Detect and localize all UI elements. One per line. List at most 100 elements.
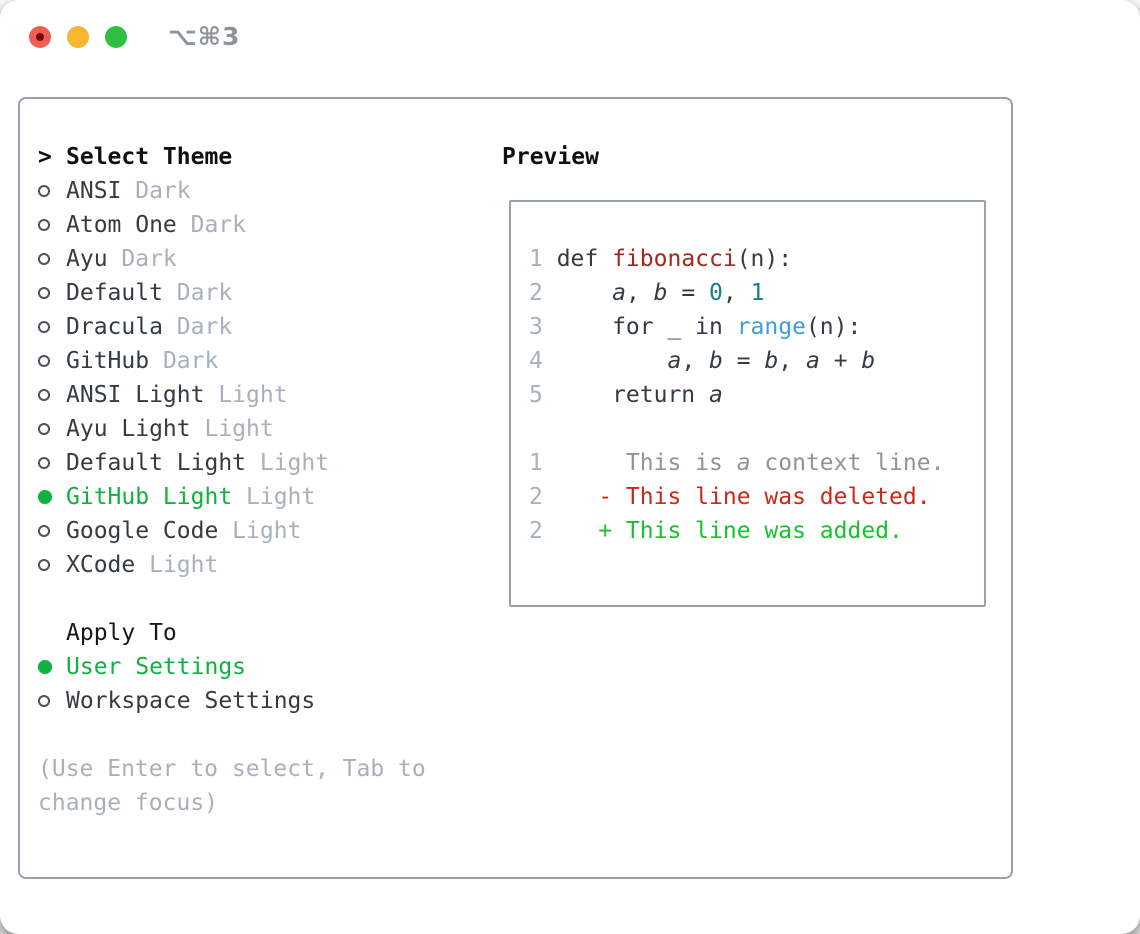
line-number: 4 [529, 348, 543, 374]
theme-kind-label: Dark [190, 212, 247, 238]
select-theme-title: Select Theme [66, 144, 233, 170]
code-token: + This line was added. [556, 518, 903, 544]
radio-unselected-icon [38, 321, 66, 333]
code-token: a [806, 348, 820, 374]
apply-option-user-settings[interactable]: User Settings [38, 650, 478, 684]
radio-unselected-icon [38, 559, 66, 571]
line-number: 1 [529, 246, 543, 272]
code-token: , [778, 348, 806, 374]
apply-to-header: Apply To [38, 616, 478, 650]
option-label: Default [66, 280, 163, 306]
code-token: b [764, 348, 779, 374]
radio-circle [38, 287, 50, 299]
code-token: b [861, 348, 876, 374]
code-token: This is [556, 450, 737, 476]
option-label: Google Code [66, 518, 219, 544]
radio-unselected-icon [38, 423, 66, 435]
preview-code-line: 3 for _ in range(n): [529, 310, 944, 344]
theme-kind-label: Light [204, 416, 274, 442]
radio-circle [38, 389, 50, 401]
option-label: Workspace Settings [66, 688, 316, 714]
preview-code-line [529, 412, 944, 446]
apply-option-workspace-settings[interactable]: Workspace Settings [38, 684, 478, 718]
radio-unselected-icon [38, 287, 66, 299]
code-token: for _ in [556, 314, 737, 340]
theme-kind-label: Light [218, 382, 288, 408]
zoom-button[interactable] [105, 26, 127, 48]
option-label: ANSI Light [66, 382, 205, 408]
spacer [38, 718, 478, 752]
traffic-lights [29, 26, 127, 48]
theme-kind-label: Dark [162, 348, 219, 374]
code-token: def [556, 246, 613, 272]
radio-circle [38, 185, 50, 197]
radio-circle [38, 695, 50, 707]
code-token: a [612, 280, 626, 306]
radio-circle [38, 490, 52, 504]
radio-unselected-icon [38, 253, 66, 265]
radio-circle [38, 423, 50, 435]
theme-option-ansi-light[interactable]: ANSI Light Light [38, 378, 478, 412]
preview-code-line: 5 return a [529, 378, 944, 412]
theme-kind-label: Light [232, 518, 302, 544]
close-button[interactable] [29, 26, 51, 48]
preview-title: Preview [502, 144, 599, 170]
window-title: ⌥⌘3 [168, 22, 241, 51]
code-token: + [819, 348, 862, 374]
code-token: a [736, 450, 751, 476]
radio-unselected-icon [38, 695, 66, 707]
minimize-button[interactable] [67, 26, 89, 48]
radio-unselected-icon [38, 219, 66, 231]
select-theme-header: > Select Theme [38, 140, 478, 174]
line-number: 1 [529, 450, 543, 476]
code-token: = [667, 280, 710, 306]
preview-code-line: 2 - This line was deleted. [529, 480, 944, 514]
preview-code-line: 1 This is a context line. [529, 446, 944, 480]
code-token: - This line was deleted. [556, 484, 931, 510]
option-label: GitHub [66, 348, 150, 374]
code-token [557, 280, 612, 306]
code-token: context line. [750, 450, 945, 476]
radio-unselected-icon [38, 185, 66, 197]
code-token: a [709, 382, 723, 408]
option-label: Dracula [66, 314, 163, 340]
code-token: b [653, 280, 668, 306]
radio-circle [38, 355, 50, 367]
code-token: return [556, 382, 710, 408]
preview-code-line: 2 + This line was added. [529, 514, 944, 548]
theme-kind-label: Dark [121, 246, 177, 272]
theme-option-google-code[interactable]: Google Code Light [38, 514, 478, 548]
option-label: User Settings [66, 654, 247, 680]
code-token: (n): [805, 314, 862, 340]
spacer [38, 582, 478, 616]
radio-circle [38, 321, 50, 333]
code-token: = [722, 348, 765, 374]
line-number: 2 [529, 280, 543, 306]
preview-code-line: 2 a, b = 0, 1 [529, 276, 944, 310]
radio-circle [38, 559, 50, 571]
radio-unselected-icon [38, 457, 66, 469]
theme-kind-label: Light [149, 552, 219, 578]
titlebar: ⌥⌘3 [0, 0, 1140, 97]
code-token [557, 348, 668, 374]
code-token: , [681, 348, 710, 374]
code-token: , [625, 280, 654, 306]
theme-option-github[interactable]: GitHub Dark [38, 344, 478, 378]
theme-kind-label: Dark [135, 178, 191, 204]
code-token: b [709, 348, 723, 374]
line-number: 5 [529, 382, 543, 408]
line-number: 2 [529, 484, 543, 510]
code-token: fibonacci [612, 246, 737, 272]
